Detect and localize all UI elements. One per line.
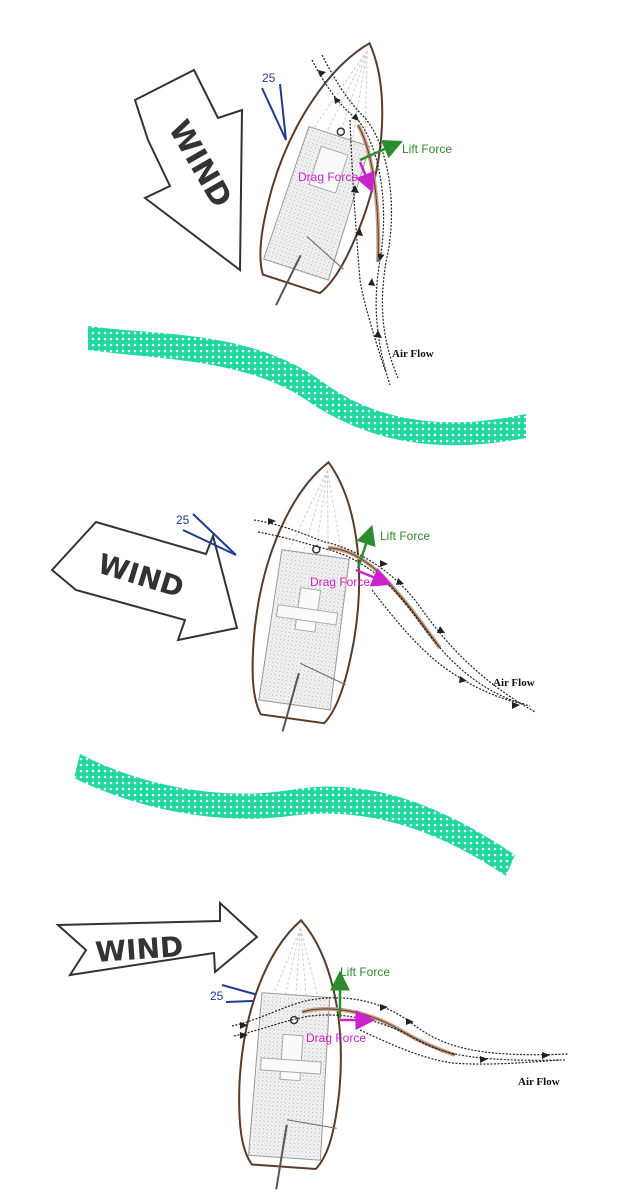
angle-marker: 25 (261, 71, 287, 141)
panel-3: WIND 25 (55, 900, 569, 1190)
rigging (261, 928, 327, 1028)
flow-line (359, 1029, 561, 1065)
flow-arrowheads (318, 70, 382, 338)
flow-line (257, 531, 531, 707)
tiller (275, 254, 302, 306)
flow-arrowheads (268, 518, 520, 709)
angle-marker: 25 (176, 513, 237, 556)
boom (306, 235, 344, 270)
boom (287, 1119, 337, 1129)
flow-line (349, 119, 386, 371)
air-flow-label: Air Flow (392, 348, 434, 360)
cockpit (308, 145, 349, 194)
wind-arrow-shape (133, 68, 244, 272)
lift-force-label: Lift Force (380, 529, 430, 543)
panel-1: WIND 25 (133, 41, 452, 386)
air-flow-lines (311, 54, 399, 386)
lift-force-label: Lift Force (340, 965, 390, 979)
angle-label: 25 (176, 513, 190, 527)
flow-line (311, 59, 391, 386)
wind-arrow-shape (55, 900, 259, 977)
boom (300, 662, 346, 686)
flow-line (233, 1014, 566, 1061)
cockpit-bench (275, 604, 339, 626)
air-flow-label: Air Flow (518, 1076, 560, 1088)
rigging (281, 469, 346, 574)
wind-label: WIND (94, 930, 184, 969)
tiller (275, 1124, 288, 1190)
drag-force-label: Drag Force (298, 170, 358, 184)
sailboat (238, 918, 342, 1190)
wave-divider (88, 326, 526, 446)
cockpit (279, 1033, 304, 1082)
lift-force-arrow (356, 524, 376, 569)
wind-arrow: WIND (50, 520, 239, 642)
wave-divider (74, 754, 515, 876)
lift-force-arrow (359, 139, 403, 162)
rigging (307, 50, 368, 156)
flow-arrowheads (240, 1004, 550, 1063)
wind-arrow: WIND (133, 68, 244, 272)
angle-label: 25 (262, 71, 276, 85)
tiller (281, 672, 300, 732)
flow-line (371, 589, 526, 705)
flow-line (321, 54, 399, 379)
drag-force-arrow (355, 567, 392, 587)
wind-arrow-shape (50, 520, 239, 642)
angle-label: 25 (210, 989, 224, 1003)
lift-force-label: Lift Force (402, 142, 452, 156)
cockpit-bench (260, 1057, 322, 1075)
air-flow-lines (231, 997, 569, 1065)
flow-line (231, 997, 569, 1056)
drag-force-arrow (355, 161, 375, 193)
drag-force-label: Drag Force (306, 1031, 366, 1045)
wind-arrow: WIND (55, 900, 259, 977)
drag-force-label: Drag Force (310, 575, 370, 589)
sailboat (251, 460, 361, 732)
mast (336, 127, 346, 136)
air-flow-label: Air Flow (493, 677, 535, 689)
panel-2: WIND 25 (50, 460, 536, 732)
